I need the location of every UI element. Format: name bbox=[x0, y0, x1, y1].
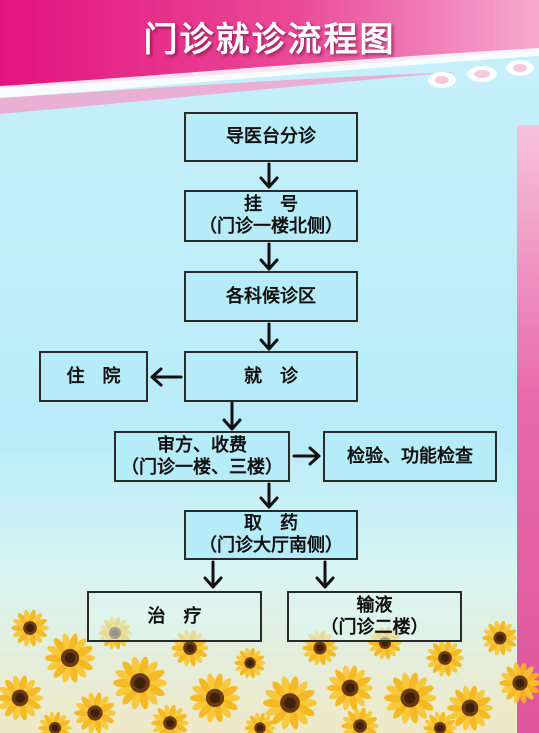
arrow-icon bbox=[150, 367, 183, 387]
step-label: 住 院 bbox=[66, 365, 121, 387]
step-pharmacy: 取 药 （门诊大厅南侧） bbox=[184, 510, 358, 560]
arrow-icon bbox=[292, 446, 321, 466]
arrow-icon bbox=[259, 322, 279, 351]
arrow-icon bbox=[315, 560, 335, 589]
step-triage: 导医台分诊 bbox=[184, 112, 358, 162]
step-registration: 挂 号 （门诊一楼北侧） bbox=[184, 190, 358, 242]
step-payment: 审方、收费 （门诊一楼、三楼） bbox=[114, 431, 290, 482]
side-decoration-strip bbox=[517, 125, 539, 733]
step-examination: 检验、功能检查 bbox=[323, 431, 497, 482]
step-label: 检验、功能检查 bbox=[347, 445, 473, 467]
step-label: 取 药 bbox=[244, 513, 298, 534]
step-location: （门诊二楼） bbox=[320, 616, 429, 638]
step-label: 导医台分诊 bbox=[226, 126, 316, 147]
step-hospitalization: 住 院 bbox=[39, 351, 148, 402]
arrow-icon bbox=[259, 482, 279, 509]
step-label: 输液 bbox=[356, 594, 393, 616]
step-label: 就 诊 bbox=[244, 365, 298, 387]
page-title: 门诊就诊流程图 bbox=[143, 20, 396, 60]
step-consultation: 就 诊 bbox=[184, 351, 358, 402]
arrow-icon bbox=[259, 242, 279, 271]
step-location: （门诊一楼、三楼） bbox=[121, 456, 283, 478]
sunflower-field bbox=[0, 609, 539, 733]
step-location: （门诊大厅南侧） bbox=[199, 535, 343, 556]
arrow-icon bbox=[203, 560, 223, 589]
step-label: 治 疗 bbox=[147, 605, 202, 627]
step-infusion: 输液 （门诊二楼） bbox=[287, 591, 462, 642]
header-band bbox=[0, 0, 539, 114]
step-label: 挂 号 bbox=[244, 194, 298, 215]
step-location: （门诊一楼北侧） bbox=[199, 216, 343, 237]
step-treatment: 治 疗 bbox=[87, 591, 262, 642]
arrow-icon bbox=[259, 162, 279, 189]
step-waiting-area: 各科候诊区 bbox=[184, 271, 358, 322]
step-label: 审方、收费 bbox=[157, 434, 247, 456]
step-label: 各科候诊区 bbox=[226, 285, 316, 307]
arrow-icon bbox=[222, 401, 242, 431]
